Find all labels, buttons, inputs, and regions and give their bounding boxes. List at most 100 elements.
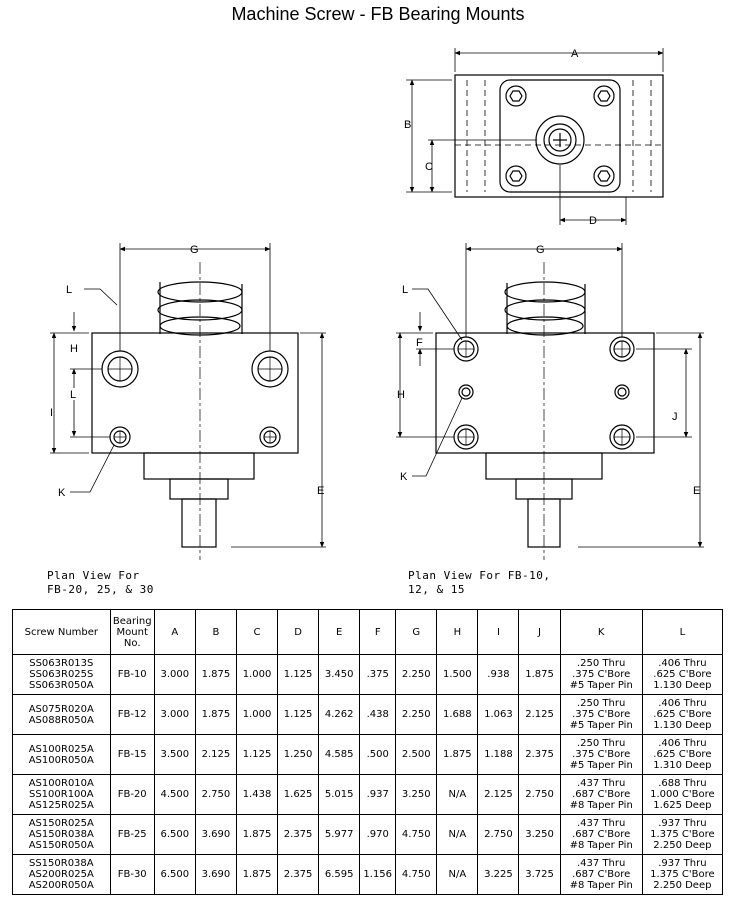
dim-f-label: F bbox=[416, 337, 423, 349]
table-cell: N/A bbox=[436, 854, 479, 895]
hex-bolt-icon bbox=[593, 85, 615, 107]
table-cell: 1.875 bbox=[194, 694, 237, 735]
column-header: Bearing Mount No. bbox=[109, 609, 155, 655]
table-cell: FB-25 bbox=[109, 814, 155, 855]
dim-j-label: J bbox=[672, 411, 678, 423]
table-cell: 2.125 bbox=[194, 734, 237, 775]
table-cell: 4.500 bbox=[153, 774, 196, 815]
table-cell: 5.977 bbox=[318, 814, 361, 855]
column-header: B bbox=[194, 609, 237, 655]
column-header: G bbox=[395, 609, 438, 655]
right-plan-view bbox=[435, 281, 655, 548]
table-cell: 1.000 bbox=[235, 694, 279, 735]
table-cell: SS150R038A AS200R025A AS200R050A bbox=[12, 854, 111, 895]
dim-h-label: H bbox=[70, 343, 78, 355]
table-cell: .970 bbox=[359, 814, 397, 855]
table-cell: .250 Thru .375 C'Bore #5 Taper Pin bbox=[559, 654, 643, 695]
table-cell: 1.875 bbox=[235, 854, 279, 895]
table-cell: 1.875 bbox=[436, 734, 479, 775]
column-header: H bbox=[436, 609, 479, 655]
table-cell: 6.500 bbox=[153, 854, 196, 895]
table-cell: 2.500 bbox=[395, 734, 438, 775]
top-view-dimensions bbox=[406, 48, 664, 225]
page-title: Machine Screw - FB Bearing Mounts bbox=[231, 4, 525, 24]
table-cell: AS150R025A AS150R038A AS150R050A bbox=[12, 814, 111, 855]
column-header: A bbox=[153, 609, 196, 655]
top-view bbox=[454, 74, 664, 198]
table-cell: 3.000 bbox=[153, 654, 196, 695]
table-cell: 2.375 bbox=[277, 854, 320, 895]
table-cell: 3.500 bbox=[153, 734, 196, 775]
table-cell: FB-10 bbox=[109, 654, 155, 695]
table-cell: 1.063 bbox=[477, 694, 520, 735]
dimension-table: Screw Number Bearing Mount No. A B C D E… bbox=[12, 609, 724, 895]
table-cell: .938 bbox=[477, 654, 520, 695]
table-cell: 2.125 bbox=[477, 774, 520, 815]
table-cell: 4.750 bbox=[395, 814, 438, 855]
table-cell: 1.688 bbox=[436, 694, 479, 735]
table-cell: .437 Thru .687 C'Bore #8 Taper Pin bbox=[559, 854, 643, 895]
right-view-caption: Plan View For FB-10, 12, & 15 bbox=[408, 569, 551, 596]
table-cell: 3.690 bbox=[194, 814, 237, 855]
table-cell: 2.250 bbox=[395, 654, 438, 695]
table-cell: N/A bbox=[436, 774, 479, 815]
column-header: K bbox=[559, 609, 643, 655]
table-cell: 1.438 bbox=[235, 774, 279, 815]
table-cell: 1.625 bbox=[277, 774, 320, 815]
table-cell: 1.875 bbox=[518, 654, 561, 695]
table-cell: 5.015 bbox=[318, 774, 361, 815]
table-cell: 2.750 bbox=[518, 774, 561, 815]
dim-g-label: G bbox=[536, 244, 545, 256]
table-cell: 2.750 bbox=[477, 814, 520, 855]
table-cell: 2.375 bbox=[518, 734, 561, 775]
table-cell: 1.000 bbox=[235, 654, 279, 695]
table-cell: 1.125 bbox=[277, 654, 320, 695]
table-cell: AS075R020A AS088R050A bbox=[12, 694, 111, 735]
table-cell: 1.875 bbox=[194, 654, 237, 695]
table-cell: .250 Thru .375 C'Bore #5 Taper Pin bbox=[559, 694, 643, 735]
table-cell: .406 Thru .625 C'Bore 1.130 Deep bbox=[641, 694, 724, 735]
dim-l-label: L bbox=[66, 284, 72, 296]
table-cell: SS063R013S SS063R025S SS063R050A bbox=[12, 654, 111, 695]
dim-h-label: H bbox=[397, 389, 405, 401]
table-cell: 2.750 bbox=[194, 774, 237, 815]
table-cell: .688 Thru 1.000 C'Bore 1.625 Deep bbox=[641, 774, 724, 815]
dim-e-label: E bbox=[693, 485, 700, 497]
dim-e-label: E bbox=[317, 485, 324, 497]
dim-b-label: B bbox=[404, 119, 411, 131]
right-view-dimensions bbox=[396, 243, 704, 548]
table-cell: 3.225 bbox=[477, 854, 520, 895]
table-cell: 2.125 bbox=[518, 694, 561, 735]
column-header: I bbox=[477, 609, 520, 655]
table-cell: .406 Thru .625 C'Bore 1.310 Deep bbox=[641, 734, 724, 775]
hex-bolt-icon bbox=[505, 165, 527, 187]
table-cell: 1.156 bbox=[359, 854, 397, 895]
table-cell: 2.375 bbox=[277, 814, 320, 855]
table-cell: 4.750 bbox=[395, 854, 438, 895]
table-cell: 3.690 bbox=[194, 854, 237, 895]
table-cell: 3.250 bbox=[395, 774, 438, 815]
table-cell: 6.500 bbox=[153, 814, 196, 855]
table-cell: .937 Thru 1.375 C'Bore 2.250 Deep bbox=[641, 814, 724, 855]
table-cell: FB-15 bbox=[109, 734, 155, 775]
dim-i-label: I bbox=[50, 407, 53, 419]
table-cell: FB-12 bbox=[109, 694, 155, 735]
hex-bolt-icon bbox=[593, 165, 615, 187]
dim-d-label: D bbox=[589, 215, 597, 227]
hex-bolt-icon bbox=[505, 85, 527, 107]
left-plan-view bbox=[91, 281, 299, 548]
dim-l-label: L bbox=[402, 284, 408, 296]
dim-c-label: C bbox=[425, 161, 433, 173]
table-cell: .250 Thru .375 C'Bore #5 Taper Pin bbox=[559, 734, 643, 775]
left-view-caption: Plan View For FB-20, 25, & 30 bbox=[47, 569, 154, 596]
table-cell: .437 Thru .687 C'Bore #8 Taper Pin bbox=[559, 814, 643, 855]
dim-k-label: K bbox=[400, 471, 408, 483]
table-cell: .437 Thru .687 C'Bore #8 Taper Pin bbox=[559, 774, 643, 815]
table-cell: 4.585 bbox=[318, 734, 361, 775]
table-cell: .937 Thru 1.375 C'Bore 2.250 Deep bbox=[641, 854, 724, 895]
